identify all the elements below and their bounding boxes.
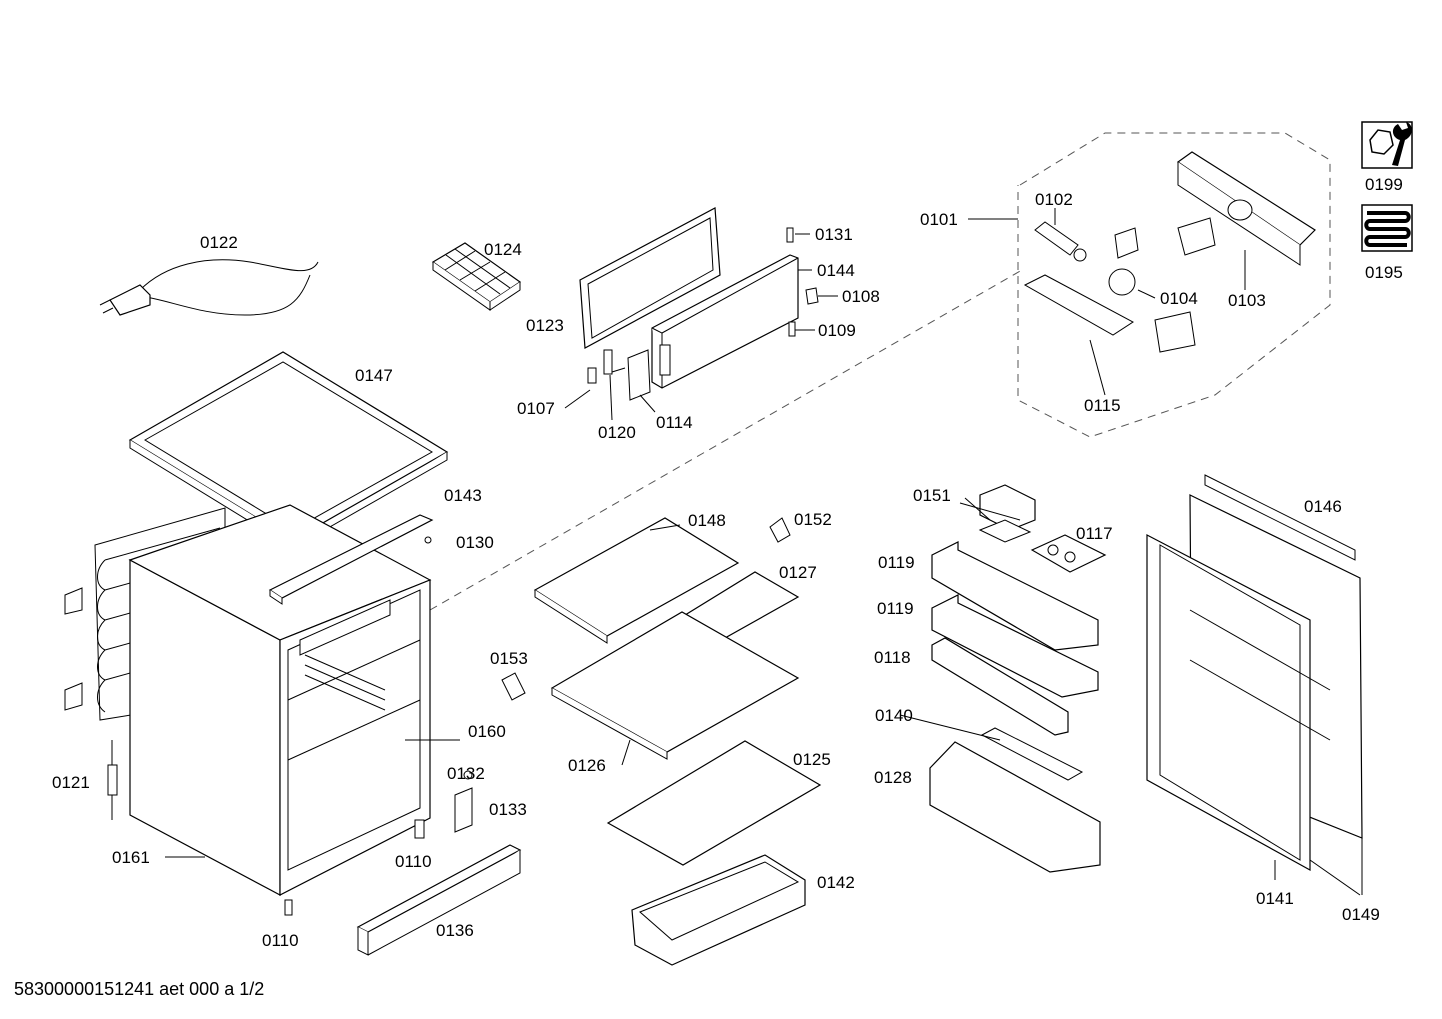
subassembly-outline (429, 132, 1331, 611)
label-0101: 0101 (920, 210, 958, 229)
label-0144: 0144 (817, 261, 855, 280)
small-hinge-parts (587, 227, 819, 384)
label-0199: 0199 (1365, 175, 1403, 194)
label-0151: 0151 (913, 486, 951, 505)
freezer-door-gasket (579, 207, 721, 349)
label-0128: 0128 (874, 768, 912, 787)
label-0108: 0108 (842, 287, 880, 306)
fridge-door (1146, 474, 1363, 872)
label-0118: 0118 (874, 648, 911, 667)
label-0132: 0132 (447, 764, 485, 783)
label-0160: 0160 (468, 722, 506, 741)
label-0110-bottom: 0110 (262, 931, 299, 950)
door-shelves (929, 484, 1107, 873)
label-0110-right: 0110 (395, 852, 432, 871)
cabinet (64, 504, 432, 916)
label-0102: 0102 (1035, 190, 1073, 209)
wrench-nut-icon (1361, 121, 1413, 169)
heat-coil-icon (1361, 204, 1413, 252)
label-0148: 0148 (688, 511, 726, 530)
label-0115: 0115 (1084, 396, 1121, 415)
label-0149: 0149 (1342, 905, 1380, 924)
freezer-door (627, 254, 799, 401)
label-0136: 0136 (436, 921, 474, 940)
label-0123: 0123 (526, 316, 564, 335)
label-0130: 0130 (456, 533, 494, 552)
label-0146: 0146 (1304, 497, 1342, 516)
label-0120: 0120 (598, 423, 636, 442)
label-0125: 0125 (793, 750, 831, 769)
label-0195: 0195 (1365, 263, 1403, 282)
label-0126: 0126 (568, 756, 606, 775)
label-0161: 0161 (112, 848, 150, 867)
label-0147: 0147 (355, 366, 393, 385)
drain-tube (107, 740, 118, 820)
label-0127: 0127 (779, 563, 817, 582)
label-0109: 0109 (818, 321, 856, 340)
label-0117: 0117 (1076, 524, 1113, 543)
top-rail (268, 514, 434, 605)
label-0124: 0124 (484, 240, 522, 259)
crisper-drawer (631, 854, 806, 966)
label-0122: 0122 (200, 233, 238, 252)
document-footer: 58300000151241 aet 000 a 1/2 (14, 979, 265, 999)
part-labels: 0122 0124 0123 0131 0144 0108 0109 0107 … (52, 175, 1403, 950)
label-0143: 0143 (444, 486, 482, 505)
label-0107: 0107 (517, 399, 555, 418)
label-0142: 0142 (817, 873, 855, 892)
label-0133: 0133 (489, 800, 527, 819)
label-0153: 0153 (490, 649, 528, 668)
shelf-brackets (501, 517, 791, 701)
power-cord (99, 259, 319, 316)
label-0114: 0114 (656, 413, 693, 432)
label-0141: 0141 (1256, 889, 1294, 908)
ice-tray (431, 242, 522, 311)
label-0131: 0131 (815, 225, 853, 244)
label-0119-top: 0119 (878, 553, 915, 572)
label-0121: 0121 (52, 773, 90, 792)
label-0104: 0104 (1160, 289, 1198, 308)
label-0152: 0152 (794, 510, 832, 529)
label-0140: 0140 (875, 706, 913, 725)
leader-lines (165, 208, 1363, 896)
hinge (454, 770, 473, 833)
control-assembly (1023, 151, 1316, 353)
label-0119-bottom: 0119 (877, 599, 914, 618)
label-0103: 0103 (1228, 291, 1266, 310)
shelves (533, 517, 822, 866)
plinth (356, 844, 522, 956)
